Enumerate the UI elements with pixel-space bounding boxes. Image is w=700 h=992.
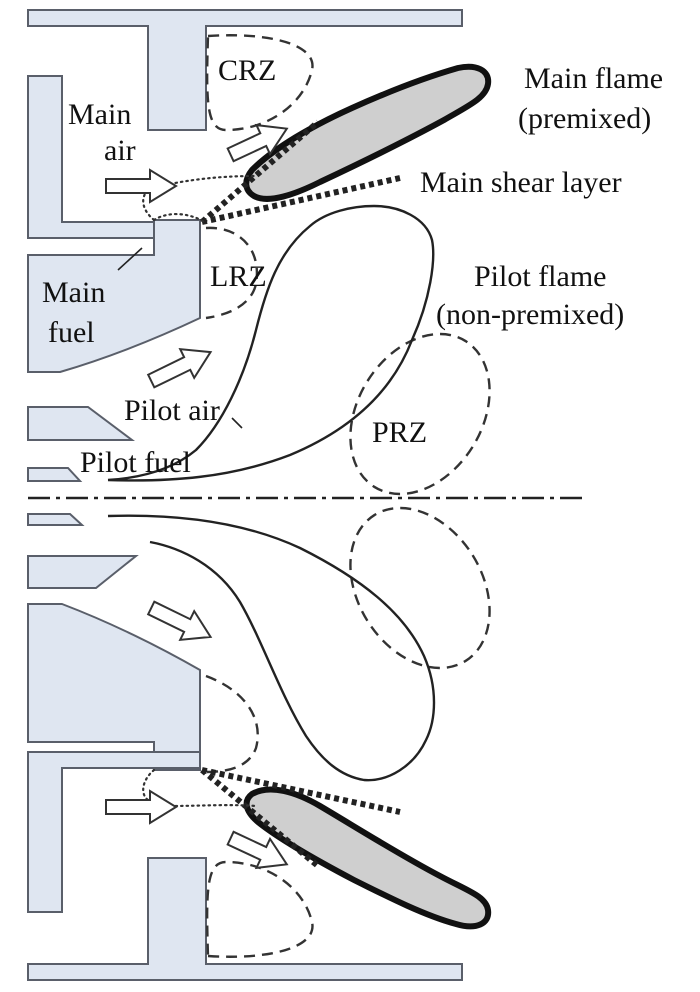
lower-main-shear-layer-b (201, 767, 401, 815)
lower-main-flame (243, 786, 492, 930)
bottom-liner-wall (27, 857, 463, 981)
upper-crz-zone (205, 34, 314, 132)
lower-main-air-jet-line (168, 804, 258, 808)
main-shear-layer-label: Main shear layer (420, 166, 622, 199)
upper-main-shear-layer-a (200, 119, 320, 225)
upper-main-flame (243, 63, 492, 202)
main-air-label-line2: air (104, 134, 136, 167)
lrz-label: LRZ (210, 260, 267, 293)
main-flame-label-line2: (premixed) (518, 102, 651, 135)
pilot-air-label: Pilot air (124, 394, 220, 427)
upper-main-fuel-block (27, 219, 201, 373)
top-liner-wall (27, 9, 463, 131)
prz-label: PRZ (372, 416, 427, 449)
main-flame-label-line1: Main flame (524, 62, 663, 95)
upper-main-air-arrow (105, 168, 178, 204)
lower-lrz-zone (205, 674, 259, 774)
lower-main-shear-layer-a (200, 767, 320, 869)
lower-main-air-wall (27, 751, 201, 913)
upper-prz-zone (349, 332, 491, 496)
lower-main-air-arrow (105, 789, 178, 825)
crz-label: CRZ (218, 54, 276, 87)
lower-main-fuel-block (27, 603, 201, 771)
lower-prz-zone (349, 506, 491, 670)
upper-main-shear-layer-b (201, 175, 401, 225)
pilot-fuel-label: Pilot fuel (80, 446, 191, 479)
upper-pilot-air-wall (27, 406, 135, 441)
lower-pilot-flame-contour (107, 514, 436, 782)
lower-pilot-air-arrow (146, 600, 213, 642)
main-fuel-leader-line (117, 247, 143, 271)
lower-crz-zone (205, 860, 314, 958)
upper-lrz-zone (205, 226, 259, 320)
upper-main-air-jet-line (168, 174, 258, 186)
lower-corner-flow-arrow (226, 830, 289, 870)
main-fuel-label-line1: Main (42, 276, 105, 309)
upper-pilot-air-arrow (146, 347, 213, 389)
upper-pilot-flame-contour (107, 204, 435, 482)
main-fuel-label-line2: fuel (48, 316, 95, 349)
upper-main-fuel-spray (152, 213, 206, 224)
main-air-label-line1: Main (68, 98, 131, 131)
pilot-flame-label-line2: (non-premixed) (436, 298, 624, 331)
upper-pilot-fuel-tip (27, 467, 83, 482)
upper-corner-flow-arrow (226, 123, 289, 163)
pilot-flame-label-line1: Pilot flame (474, 260, 606, 293)
pilot-air-leader-line (231, 417, 243, 429)
lower-pilot-fuel-tip (27, 513, 85, 526)
lower-pilot-air-wall (27, 555, 139, 589)
